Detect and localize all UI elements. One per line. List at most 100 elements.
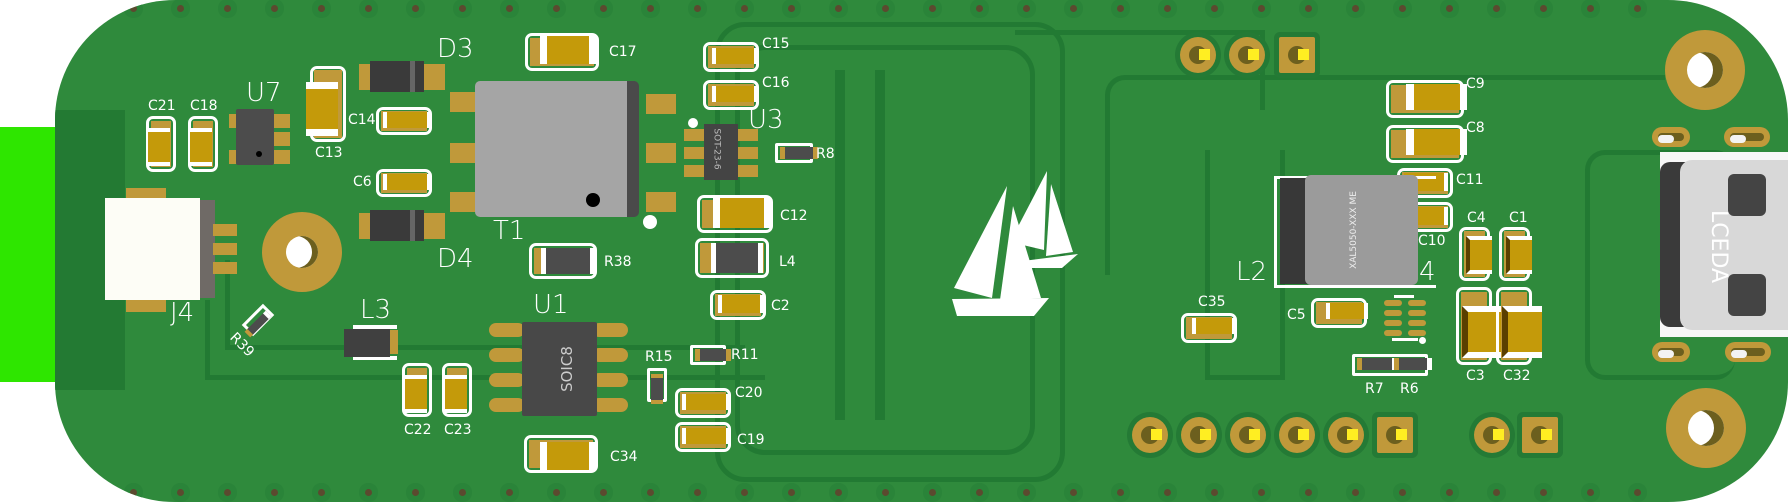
u4-silk [1394,295,1414,298]
header-pin[interactable] [1328,417,1364,453]
u7-pin [270,114,290,128]
cap-c17[interactable] [540,36,596,64]
u1-pin [489,398,525,412]
cap-c18-outline [188,116,218,172]
designator-c2: C2 [771,298,790,314]
cap-c21[interactable] [148,128,170,166]
cap-c9[interactable] [1406,84,1467,110]
header-pin[interactable] [1132,417,1168,453]
trace [1105,75,1665,275]
cap-c12[interactable] [713,198,771,228]
u4-pad [1408,330,1426,336]
designator-c5: C5 [1287,307,1306,323]
via [318,5,325,12]
designator-c16: C16 [762,75,790,91]
designator-c34: C34 [610,449,638,465]
via [318,489,325,496]
cap-c14[interactable] [383,112,431,128]
cap-c6[interactable] [383,174,431,190]
cap-c22-outline [402,363,432,417]
cap-c23-outline [442,363,472,417]
diode-d4[interactable] [370,210,424,241]
ic-u7[interactable] [236,109,274,165]
cap-c15[interactable] [712,48,758,64]
via [788,5,795,12]
via [1258,489,1265,496]
resistor-r6[interactable] [1394,358,1432,370]
via [647,5,654,12]
usb-connector[interactable]: LCEDA [1660,152,1788,337]
cap-c18[interactable] [190,128,212,166]
cap-c3[interactable] [1462,306,1502,358]
resistor-r38[interactable] [541,248,595,274]
cap-c34[interactable] [540,442,596,470]
via [1023,489,1030,496]
header-pin-square[interactable] [1522,417,1558,453]
designator-c23: C23 [444,422,472,438]
trace [1015,30,1265,110]
ic-u1[interactable]: SOIC8 [522,322,597,416]
transformer-t1[interactable] [475,81,639,217]
inductor-l3[interactable] [344,329,390,357]
resistor-r11[interactable] [695,349,731,361]
via [835,5,842,12]
via [412,489,419,496]
header-pin[interactable] [1180,37,1216,73]
inductor-l4[interactable] [711,243,763,273]
via [130,5,137,12]
cap-c22[interactable] [405,375,427,413]
trace [875,70,885,420]
via [1352,489,1359,496]
header-pin[interactable] [1474,417,1510,453]
header-pin[interactable] [1230,417,1266,453]
t1-pin [646,143,676,163]
cap-c32[interactable] [1502,306,1542,358]
u3-pin [684,165,708,177]
cap-c5[interactable] [1326,303,1368,319]
l2-package-mark: XAL5050-XXX ME [1348,191,1359,269]
resistor-r8[interactable] [780,147,818,159]
trace [225,260,745,350]
cap-c21-outline [146,116,176,172]
u1-pin [592,373,628,387]
u3-pin [684,129,708,141]
u1-pin [592,348,628,362]
designator-c19: C19 [737,432,765,448]
via [788,489,795,496]
inductor-l2[interactable]: XAL5050-XXX ME [1305,175,1418,285]
connector-j4[interactable] [105,198,200,300]
via [1164,5,1171,12]
u4-pad [1408,320,1426,326]
header-pin[interactable] [1181,417,1217,453]
resistor-r7[interactable] [1357,358,1397,370]
j4-pin [213,224,237,236]
designator-c35: C35 [1198,294,1226,310]
via [130,489,137,496]
resistor-r15[interactable] [651,374,663,404]
designator-l3: L3 [360,295,392,325]
header-pin-square[interactable] [1279,37,1315,73]
designator-d4: D4 [437,244,474,274]
designator-c8: C8 [1466,120,1485,136]
cap-c8[interactable] [1406,129,1467,155]
u4-pad [1384,330,1402,336]
cap-c20[interactable] [682,394,730,410]
usb-shell-slot [1725,342,1771,362]
via [882,489,889,496]
diode-d3[interactable] [370,61,424,92]
cap-c13[interactable] [306,82,338,136]
via [1070,489,1077,496]
cap-c4[interactable] [1466,236,1492,274]
ic-u3[interactable]: SOT-23-6 [704,124,738,180]
cap-c35[interactable] [1192,318,1236,334]
header-pin-square[interactable] [1377,417,1413,453]
header-pin[interactable] [1279,417,1315,453]
cap-c16[interactable] [712,86,758,102]
cap-c19[interactable] [682,428,730,444]
j4-pin [213,262,237,274]
cap-c2[interactable] [718,295,764,313]
via [459,5,466,12]
header-pin[interactable] [1229,37,1265,73]
cap-c23[interactable] [445,375,467,413]
cap-c1[interactable] [1506,236,1532,274]
